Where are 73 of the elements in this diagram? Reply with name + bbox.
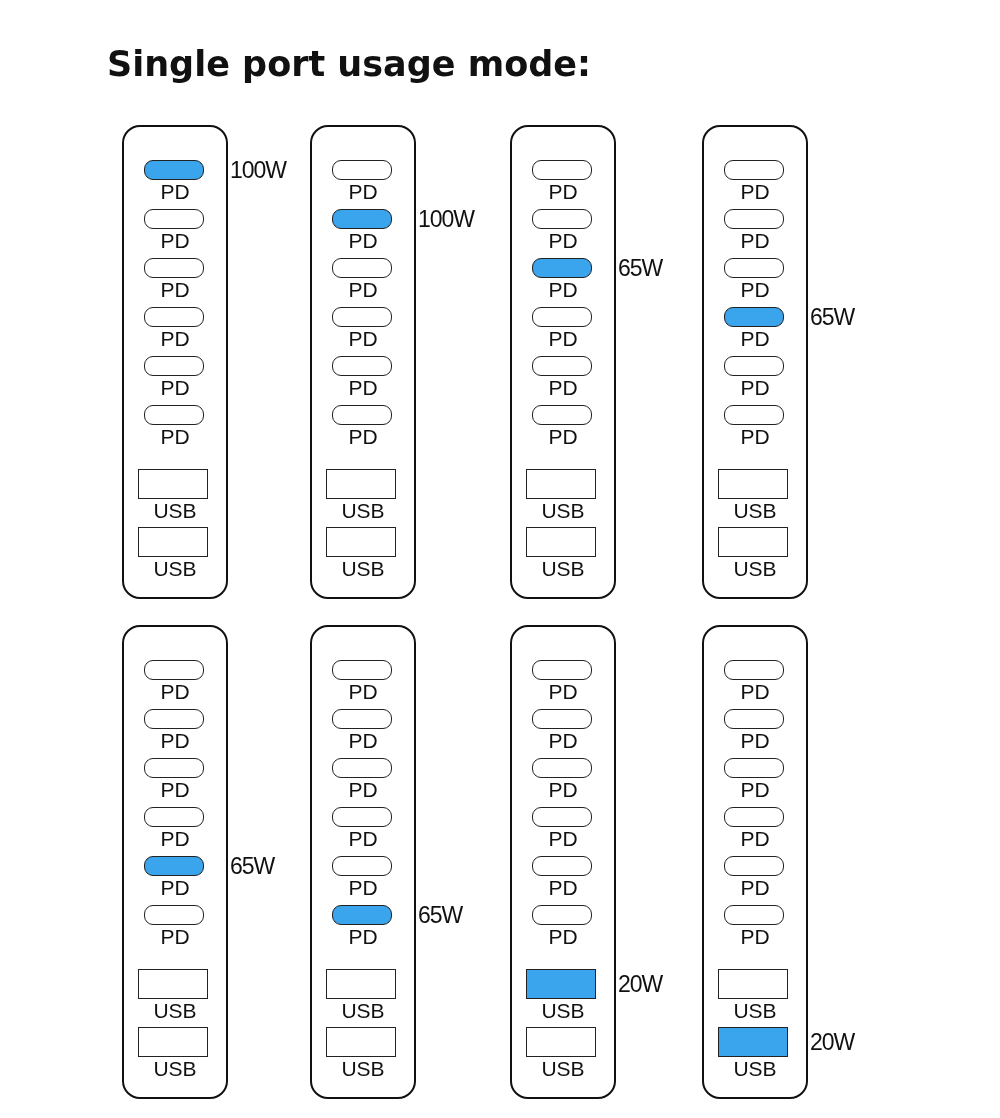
port-label: USB — [733, 557, 777, 581]
title: Single port usage mode: — [107, 44, 592, 84]
port-label: PD — [348, 229, 378, 253]
power-label: 20W — [618, 971, 663, 997]
port-label: PD — [548, 425, 578, 449]
port-label: PD — [740, 827, 770, 851]
power-label: 100W — [230, 157, 287, 183]
port-label: PD — [160, 778, 190, 802]
port-label: PD — [160, 876, 190, 900]
port-label: PD — [548, 925, 578, 949]
port-label: PD — [740, 925, 770, 949]
port-label: PD — [348, 425, 378, 449]
port-label: PD — [548, 827, 578, 851]
port-label: PD — [160, 376, 190, 400]
port-label: USB — [341, 999, 385, 1023]
port-label: PD — [740, 229, 770, 253]
port-label: PD — [160, 180, 190, 204]
port-label: PD — [740, 680, 770, 704]
port-label: USB — [733, 499, 777, 523]
port-label: PD — [160, 278, 190, 302]
port-label: PD — [348, 376, 378, 400]
port-label: USB — [341, 499, 385, 523]
port-label: PD — [348, 729, 378, 753]
port-label: PD — [348, 876, 378, 900]
port-label: PD — [740, 876, 770, 900]
port-label: PD — [548, 778, 578, 802]
port-label: USB — [153, 499, 197, 523]
port-label: PD — [548, 278, 578, 302]
port-label: PD — [548, 327, 578, 351]
port-label: PD — [160, 229, 190, 253]
port-label: PD — [348, 925, 378, 949]
port-label: PD — [740, 327, 770, 351]
port-label: PD — [348, 180, 378, 204]
port-label: USB — [541, 499, 585, 523]
port-label: PD — [740, 425, 770, 449]
port-label: PD — [348, 278, 378, 302]
power-label: 65W — [418, 902, 463, 928]
port-label: USB — [541, 557, 585, 581]
power-label: 65W — [618, 255, 663, 281]
power-label: 65W — [810, 304, 855, 330]
port-label: USB — [541, 1057, 585, 1081]
port-label: PD — [740, 729, 770, 753]
port-label: PD — [548, 680, 578, 704]
port-label: PD — [548, 876, 578, 900]
port-label: PD — [348, 327, 378, 351]
port-label: USB — [341, 1057, 385, 1081]
port-label: PD — [740, 180, 770, 204]
port-label: PD — [548, 229, 578, 253]
port-label: PD — [160, 327, 190, 351]
port-label: PD — [160, 925, 190, 949]
port-label: USB — [541, 999, 585, 1023]
port-label: PD — [160, 729, 190, 753]
port-label: PD — [348, 778, 378, 802]
port-label: USB — [733, 1057, 777, 1081]
port-label: PD — [348, 827, 378, 851]
port-label: USB — [153, 1057, 197, 1081]
port-label: USB — [341, 557, 385, 581]
power-label: 20W — [810, 1029, 855, 1055]
port-label: PD — [160, 680, 190, 704]
port-label: PD — [548, 180, 578, 204]
port-label: PD — [548, 729, 578, 753]
port-label: PD — [160, 425, 190, 449]
power-label: 65W — [230, 853, 275, 879]
port-label: PD — [548, 376, 578, 400]
port-label: PD — [348, 680, 378, 704]
port-label: PD — [160, 827, 190, 851]
port-label: USB — [733, 999, 777, 1023]
port-label: USB — [153, 557, 197, 581]
port-label: USB — [153, 999, 197, 1023]
port-label: PD — [740, 778, 770, 802]
port-label: PD — [740, 376, 770, 400]
port-label: PD — [740, 278, 770, 302]
power-label: 100W — [418, 206, 475, 232]
